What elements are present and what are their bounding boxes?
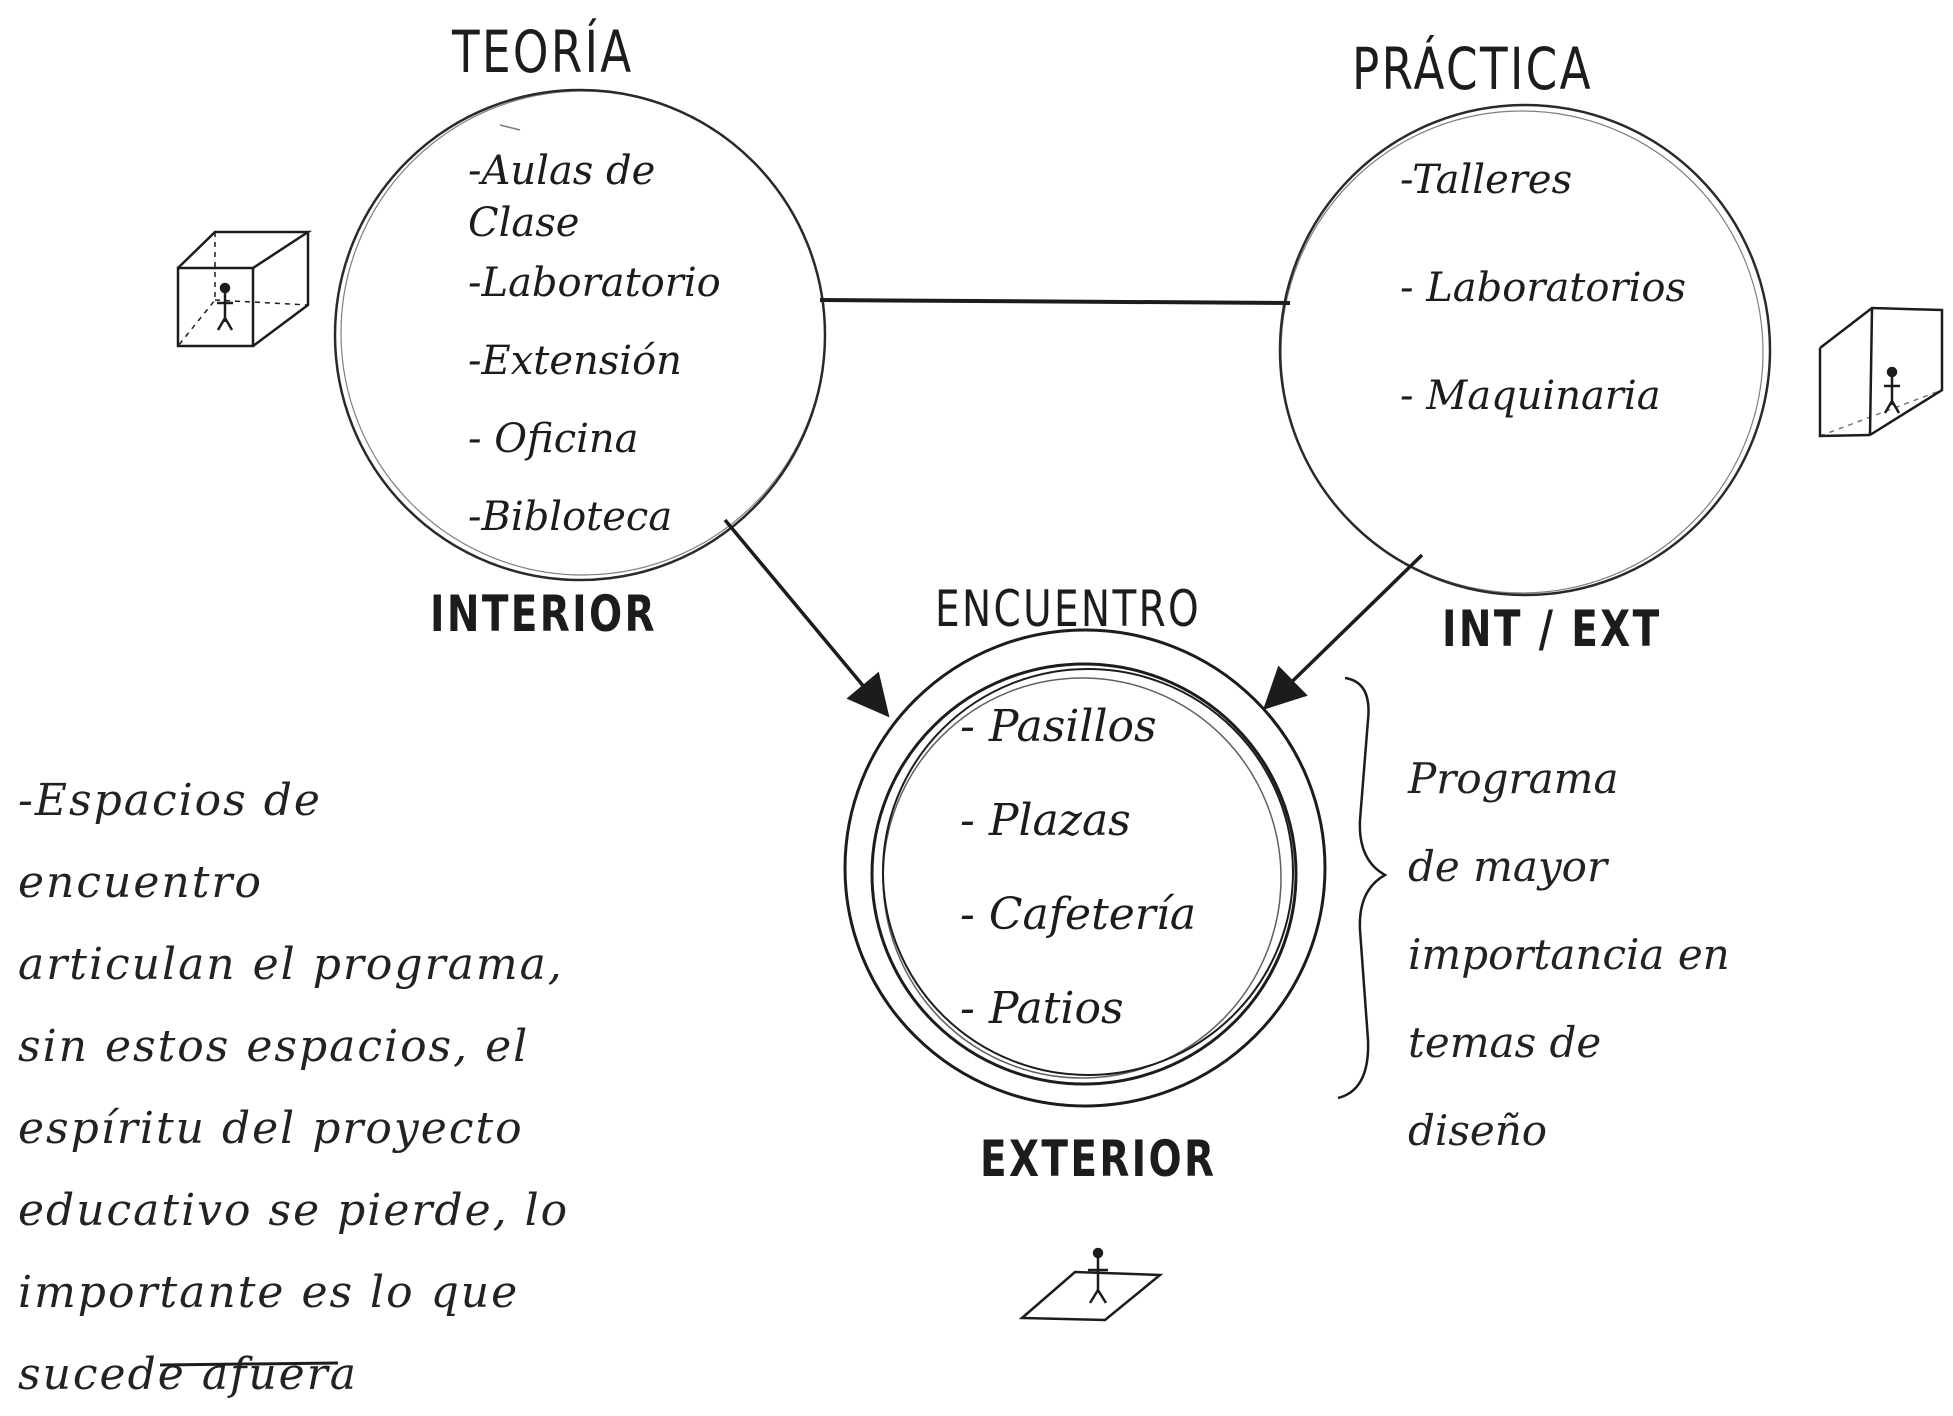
theory-item-office: - Oficina: [468, 416, 639, 462]
meeting-program-list: - Pasillos - Plazas - Cafetería - Patios: [960, 705, 1196, 1031]
left-note: -Espacios de encuentro articulan el prog…: [18, 760, 578, 1416]
practice-to-meeting-arrow: [1262, 553, 1424, 710]
theory-item-extension: -Extensión: [468, 338, 682, 384]
meeting-item-corridors: - Pasillos: [960, 701, 1157, 752]
afuera-underline: [159, 1361, 339, 1367]
left-note-line: educativo se pierde, lo: [18, 1185, 570, 1236]
right-note-line: de mayor: [1408, 842, 1608, 891]
int-ext-space-icon: [1818, 306, 1944, 438]
theory-item-classrooms: -Aulas de Clase: [468, 148, 656, 246]
interior-space-icon: [176, 230, 313, 348]
practice-item-machinery: - Maquinaria: [1400, 373, 1661, 419]
left-note-line: -Espacios de encuentro: [18, 775, 322, 908]
meeting-item-patios: - Patios: [960, 983, 1124, 1034]
practice-zone-label: INT / EXT: [1442, 600, 1662, 658]
teoria-tick-mark: [499, 124, 521, 131]
left-note-line: importante es lo que: [18, 1267, 520, 1318]
right-note-line: temas de diseño: [1408, 1018, 1602, 1155]
meeting-item-plazas: - Plazas: [960, 795, 1131, 846]
practice-item-laboratories: - Laboratorios: [1400, 265, 1686, 311]
meeting-title: ENCUENTRO: [935, 580, 1202, 638]
theory-program-list: -Aulas de Clase -Laboratorio -Extensión …: [468, 145, 721, 537]
meeting-circle: [843, 628, 1327, 1108]
practice-circle: [1278, 103, 1772, 597]
left-note-last-prefix: sucede: [18, 1349, 186, 1400]
practice-program-list: -Talleres - Laboratorios - Maquinaria: [1400, 160, 1686, 416]
theory-title: TEORÍA: [452, 18, 634, 86]
right-note: Programa de mayor importancia en temas d…: [1408, 735, 1738, 1175]
practice-item-workshops: -Talleres: [1400, 157, 1573, 203]
theory-practice-connector: [819, 298, 1291, 305]
curly-brace: [1337, 676, 1388, 1100]
theory-to-meeting-arrow: [723, 518, 890, 718]
left-note-last-line: sucede afuera: [18, 1334, 578, 1416]
practice-title: PRÁCTICA: [1352, 35, 1593, 103]
meeting-zone-label: EXTERIOR: [980, 1130, 1217, 1188]
left-note-line: sin estos espacios, el: [18, 1021, 530, 1072]
theory-zone-label: INTERIOR: [430, 585, 657, 643]
left-note-line: espíritu del proyecto: [18, 1103, 524, 1154]
sketch-diagram: [159, 88, 1944, 1367]
right-note-line: importancia en: [1408, 930, 1730, 979]
exterior-space-icon: [1018, 1247, 1164, 1322]
meeting-item-cafeteria: - Cafetería: [960, 889, 1197, 940]
right-note-line: Programa: [1408, 754, 1619, 803]
left-note-emphasis: afuera: [201, 1349, 358, 1400]
theory-circle: [333, 88, 827, 582]
theory-item-laboratory: -Laboratorio: [468, 260, 721, 306]
left-note-line: articulan el programa,: [18, 939, 564, 990]
theory-item-library: -Bibloteca: [468, 494, 673, 540]
